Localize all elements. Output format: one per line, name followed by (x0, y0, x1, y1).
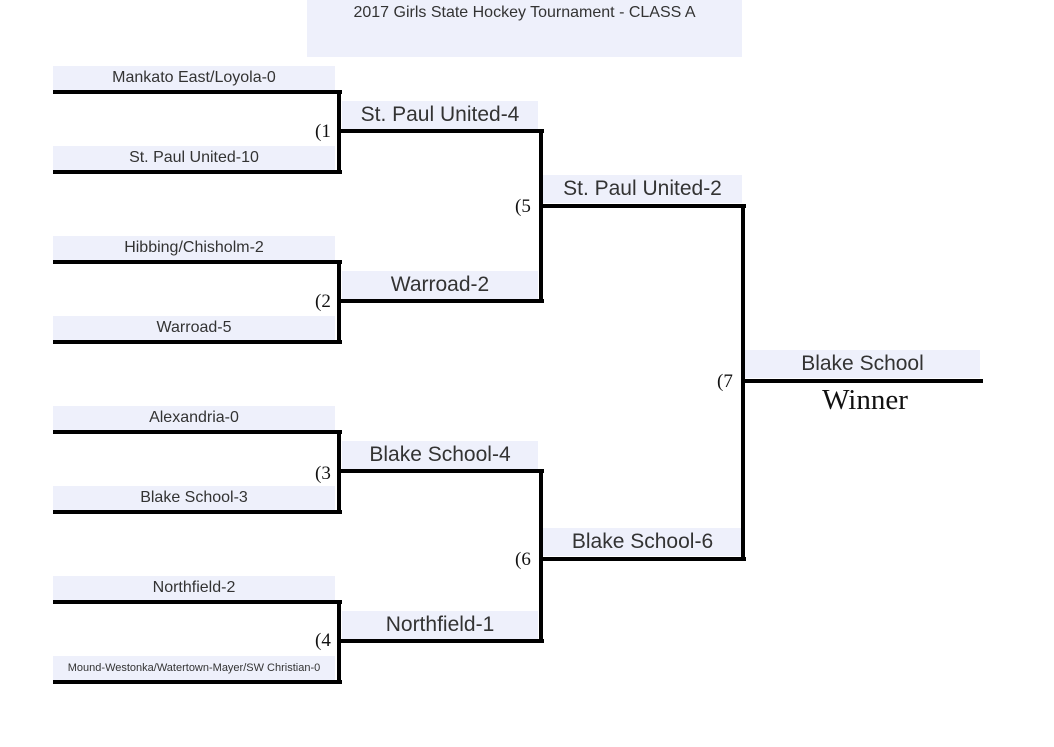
team-slot: St. Paul United-2 (543, 175, 742, 203)
team-slot: Northfield-2 (53, 576, 335, 600)
bracket-line (337, 430, 341, 514)
bracket-line (53, 340, 342, 344)
team-slot: Warroad-2 (342, 271, 538, 299)
bracket-line (53, 170, 342, 174)
team-slot: St. Paul United-10 (53, 146, 335, 170)
game-number: (6 (515, 549, 531, 570)
team-slot: Warroad-5 (53, 316, 335, 340)
winner-label: Winner (822, 384, 908, 416)
bracket-line (53, 680, 342, 684)
bracket-line (541, 557, 746, 561)
champion-slot: Blake School (745, 350, 980, 378)
bracket-line (539, 129, 543, 303)
game-number: (2 (315, 291, 331, 312)
bracket-line (53, 510, 342, 514)
bracket-line (340, 639, 544, 643)
team-slot: Mound-Westonka/Watertown-Mayer/SW Christ… (53, 656, 335, 680)
bracket-line (340, 299, 544, 303)
bracket-line (743, 379, 983, 383)
bracket-line (340, 469, 544, 473)
game-number: (3 (315, 463, 331, 484)
bracket-line (541, 204, 746, 208)
bracket-line (337, 90, 341, 174)
team-slot: Hibbing/Chisholm-2 (53, 236, 335, 260)
team-slot: Alexandria-0 (53, 406, 335, 430)
bracket-line (337, 260, 341, 344)
game-number: (5 (515, 196, 531, 217)
bracket-line (53, 600, 342, 604)
team-slot: Blake School-4 (342, 441, 538, 469)
game-number: (7 (717, 371, 733, 392)
bracket-line (53, 430, 342, 434)
team-slot: Blake School-3 (53, 486, 335, 510)
bracket-line (53, 90, 342, 94)
team-slot: Northfield-1 (342, 611, 538, 639)
team-slot: Mankato East/Loyola-0 (53, 66, 335, 90)
team-slot: Blake School-6 (543, 528, 742, 556)
team-slot: St. Paul United-4 (342, 101, 538, 129)
bracket-line (340, 129, 544, 133)
bracket-line (53, 260, 342, 264)
bracket-line (539, 469, 543, 643)
game-number: (4 (315, 630, 331, 651)
title: 2017 Girls State Hockey Tournament - CLA… (307, 0, 742, 57)
bracket-line (337, 600, 341, 684)
game-number: (1 (315, 121, 331, 142)
